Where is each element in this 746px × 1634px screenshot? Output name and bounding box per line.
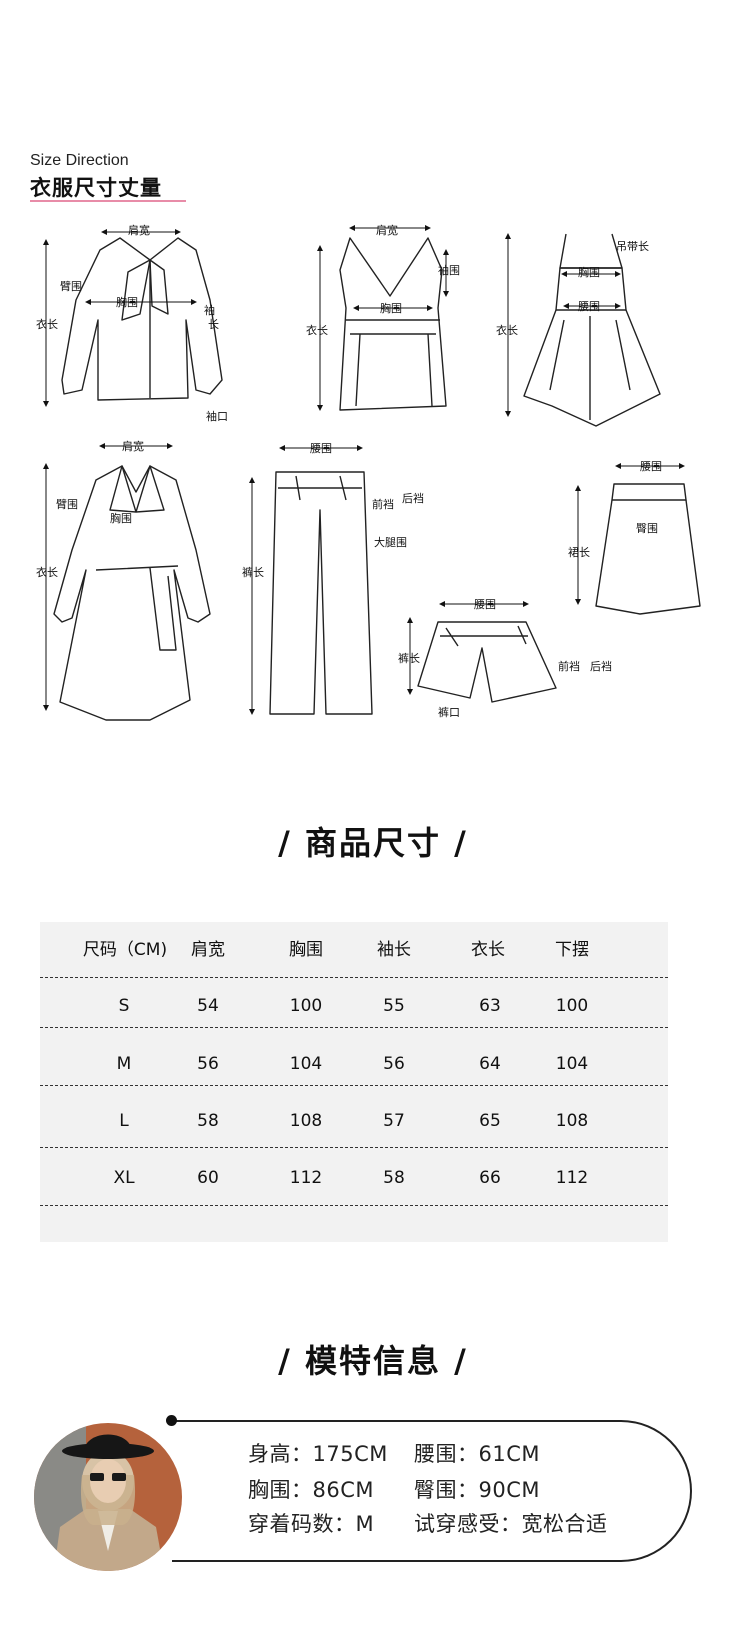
size-section-title: / 商品尺寸 / xyxy=(278,824,468,862)
cell-shoulder: 56 xyxy=(197,1054,219,1074)
table-row: S 54 100 55 63 100 xyxy=(40,978,668,1034)
cell-size: M xyxy=(116,1054,132,1074)
table-row: L 58 108 57 65 108 xyxy=(40,1093,668,1149)
dress-strap-label: 吊带长 xyxy=(616,240,649,253)
skirt-length-label: 裙长 xyxy=(568,546,590,559)
shirt-sleeve-label-b: 长 xyxy=(208,318,219,331)
shorts-length-label: 裤长 xyxy=(398,651,420,665)
header-underline xyxy=(30,200,186,202)
header-en: Size Direction xyxy=(30,152,129,169)
model-waist: 腰围：61CM xyxy=(414,1442,541,1466)
shorts-back-rise-label: 后裆 xyxy=(590,660,612,673)
cell-sleeve: 57 xyxy=(383,1111,405,1131)
header-chest: 胸围 xyxy=(289,940,323,960)
pants-length-label: 裤长 xyxy=(242,565,264,579)
shorts-outline xyxy=(417,621,557,703)
vest-outline xyxy=(339,237,447,411)
model-size-worn: 穿着码数：M xyxy=(248,1512,375,1536)
model-height: 身高：175CM xyxy=(248,1442,388,1466)
shorts-waist-label: 腰围 xyxy=(474,598,496,611)
cell-chest: 112 xyxy=(289,1168,323,1188)
cell-hem: 108 xyxy=(555,1111,589,1131)
shirt-length-label: 衣长 xyxy=(36,317,58,331)
shorts-front-rise-label: 前裆 xyxy=(558,659,580,673)
shirt-cuff-label: 袖口 xyxy=(206,409,228,423)
pants-outline xyxy=(269,471,373,715)
header-cn: 衣服尺寸丈量 xyxy=(30,176,162,200)
table-row: M 56 104 56 64 104 xyxy=(40,1036,668,1092)
table-row: XL 60 112 58 66 112 xyxy=(40,1150,668,1206)
vest-armhole-label: 袖围 xyxy=(438,263,460,277)
cell-chest: 104 xyxy=(289,1054,323,1074)
cell-chest: 108 xyxy=(289,1111,323,1131)
header-hem: 下摆 xyxy=(555,940,589,960)
measurement-diagram: 肩宽 臂围 胸围 衣长 袖 长 袖口 肩宽 袖围 胸围 衣长 吊带长 胸围 腰围… xyxy=(36,223,701,721)
cell-sleeve: 56 xyxy=(383,1054,405,1074)
cell-hem: 100 xyxy=(555,996,589,1016)
cell-length: 66 xyxy=(479,1168,501,1188)
dress-outline xyxy=(523,233,661,427)
dress-waist-label: 腰围 xyxy=(578,300,600,313)
size-table-header: 尺码（CM) 肩宽 胸围 袖长 衣长 下摆 xyxy=(40,922,668,978)
coat-outline xyxy=(53,465,211,721)
cell-hem: 112 xyxy=(555,1168,589,1188)
header-size: 尺码（CM) xyxy=(82,940,168,960)
bullet-dot xyxy=(166,1415,177,1426)
vest-length-label: 衣长 xyxy=(306,323,328,337)
header-length: 衣长 xyxy=(471,940,505,960)
coat-arm-label: 臂围 xyxy=(56,498,78,511)
cell-length: 63 xyxy=(479,996,501,1016)
dress-chest-label: 胸围 xyxy=(578,265,600,279)
skirt-waist-label: 腰围 xyxy=(640,460,662,473)
pants-back-rise-label: 后裆 xyxy=(402,492,424,505)
cell-chest: 100 xyxy=(289,996,323,1016)
coat-chest-label: 胸围 xyxy=(110,511,132,525)
skirt-outline xyxy=(595,483,701,615)
row-divider xyxy=(40,1085,668,1086)
row-divider xyxy=(40,1027,668,1028)
pants-thigh-label: 大腿围 xyxy=(374,535,407,549)
pants-waist-label: 腰围 xyxy=(310,442,332,455)
header-shoulder: 肩宽 xyxy=(191,940,225,960)
vest-shoulder-label: 肩宽 xyxy=(376,223,398,237)
cell-size: S xyxy=(118,996,130,1016)
cell-size: XL xyxy=(113,1168,135,1188)
shirt-shoulder-label: 肩宽 xyxy=(128,223,150,237)
shirt-arm-label: 臂围 xyxy=(60,280,82,293)
vest-chest-label: 胸围 xyxy=(380,301,402,315)
model-chest: 胸围：86CM xyxy=(248,1478,375,1502)
cell-size: L xyxy=(119,1111,129,1131)
model-section-title: / 模特信息 / xyxy=(278,1342,468,1380)
cell-length: 64 xyxy=(479,1054,501,1074)
coat-length-label: 衣长 xyxy=(36,565,58,579)
cell-length: 65 xyxy=(479,1111,501,1131)
header-sleeve: 袖长 xyxy=(377,940,411,960)
shirt-chest-label: 胸围 xyxy=(116,295,138,309)
cell-sleeve: 55 xyxy=(383,996,405,1016)
row-divider xyxy=(40,1205,668,1206)
cell-shoulder: 54 xyxy=(197,996,219,1016)
model-hip: 臀围：90CM xyxy=(414,1478,541,1502)
shorts-hem-label: 裤口 xyxy=(438,705,460,719)
model-fit: 试穿感受：宽松合适 xyxy=(414,1512,608,1536)
model-info-card xyxy=(172,1420,692,1562)
row-divider xyxy=(40,1147,668,1148)
skirt-hip-label: 臀围 xyxy=(636,522,658,535)
size-table: 尺码（CM) 肩宽 胸围 袖长 衣长 下摆 S 54 100 55 63 100… xyxy=(40,922,668,1242)
cell-shoulder: 58 xyxy=(197,1111,219,1131)
pants-front-rise-label: 前裆 xyxy=(372,497,394,511)
shirt-outline xyxy=(61,237,223,401)
cell-hem: 104 xyxy=(555,1054,589,1074)
dress-length-label: 衣长 xyxy=(496,323,518,337)
shirt-sleeve-label-a: 袖 xyxy=(204,303,215,317)
model-avatar xyxy=(34,1423,182,1571)
cell-shoulder: 60 xyxy=(197,1168,219,1188)
cell-sleeve: 58 xyxy=(383,1168,405,1188)
row-divider xyxy=(40,977,668,978)
coat-shoulder-label: 肩宽 xyxy=(122,439,144,453)
